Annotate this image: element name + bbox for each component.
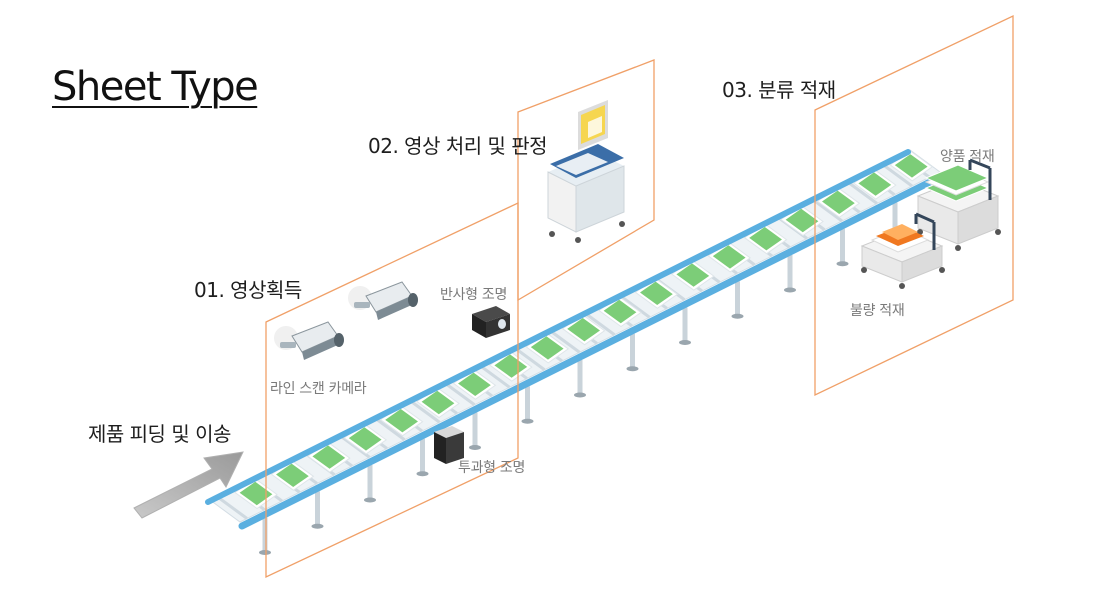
conveyor-leg-foot bbox=[731, 313, 744, 319]
conveyor-leg-foot bbox=[469, 445, 481, 450]
conveyor-roller bbox=[513, 346, 546, 371]
conveyor-roller bbox=[583, 311, 616, 336]
conveyor-rail-front bbox=[238, 172, 946, 530]
conveyor-leg-foot bbox=[679, 340, 691, 345]
page-title: Sheet Type bbox=[52, 64, 259, 110]
camera-icon bbox=[348, 281, 418, 320]
conveyor-leg-foot bbox=[574, 392, 586, 398]
sheet-product-surface bbox=[239, 481, 273, 506]
good-stack-cart-icon bbox=[916, 158, 1001, 251]
sheet-product-surface bbox=[567, 318, 600, 342]
conveyor-leg-foot bbox=[259, 550, 271, 555]
sheet-product-surface bbox=[312, 445, 346, 469]
conveyor-roller bbox=[618, 294, 651, 319]
feeding-arrow-icon bbox=[133, 451, 244, 519]
sheet-product-surface bbox=[458, 372, 491, 396]
conveyor-roller bbox=[408, 399, 441, 424]
sheet-product-surface bbox=[530, 336, 564, 360]
transmissive-light-icon bbox=[434, 426, 464, 464]
conveyor-roller bbox=[811, 197, 843, 223]
conveyor-roller bbox=[478, 364, 511, 389]
sheet-product-surface bbox=[785, 208, 819, 233]
conveyor-leg-foot bbox=[836, 261, 849, 267]
stage-label-processing: 02. 영상 처리 및 판정 bbox=[368, 134, 548, 158]
stage-label-acquisition: 01. 영상획득 bbox=[194, 278, 302, 302]
zone-acquisition-frame bbox=[265, 201, 519, 579]
sheet-product-surface bbox=[676, 263, 710, 287]
sheet-product-surface bbox=[494, 354, 528, 378]
conveyor-leg-foot bbox=[311, 523, 324, 529]
conveyor-roller bbox=[373, 416, 406, 441]
conveyor-leg-foot bbox=[626, 366, 639, 372]
sheet-product-surface bbox=[348, 427, 382, 451]
sheet-product-surface bbox=[276, 463, 309, 487]
label-reflective-light: 반사형 조명 bbox=[440, 287, 508, 303]
sheet-product-surface bbox=[822, 190, 855, 214]
stage-label-feeding: 제품 피딩 및 이송 bbox=[88, 422, 231, 446]
label-defect-stack: 불량 적재 bbox=[850, 303, 905, 319]
sheet-product-surface bbox=[603, 299, 637, 324]
stage-label-sorting: 03. 분류 적재 bbox=[722, 78, 836, 102]
label-line-scan-camera: 라인 스캔 카메라 bbox=[270, 381, 367, 397]
zone-processing-frame bbox=[517, 59, 655, 302]
camera-icon bbox=[274, 321, 344, 360]
conveyor-roller bbox=[338, 434, 371, 459]
workstation-icon bbox=[547, 100, 625, 243]
sheet-product-surface bbox=[385, 409, 418, 433]
conveyor-rail-back bbox=[205, 149, 911, 505]
sheet-product-surface bbox=[421, 390, 455, 415]
label-good-stack: 양품 적재 bbox=[940, 149, 995, 165]
sheet-product-surface bbox=[894, 154, 928, 178]
conveyor-roller bbox=[881, 162, 913, 188]
conveyor-leg-foot bbox=[364, 497, 376, 503]
sheet-product-surface bbox=[712, 245, 746, 269]
defect-stack-cart-icon bbox=[860, 212, 945, 289]
conveyor-roller bbox=[443, 381, 476, 406]
sheet-product-surface bbox=[749, 227, 782, 251]
conveyor-roller bbox=[216, 495, 248, 520]
conveyor-leg-foot bbox=[784, 287, 796, 293]
sheet-product-surface bbox=[640, 281, 673, 305]
conveyor-roller bbox=[846, 180, 878, 205]
label-transmissive-light: 투과형 조명 bbox=[458, 460, 526, 476]
sheet-product-surface bbox=[858, 172, 892, 196]
conveyor-leg-foot bbox=[416, 471, 429, 477]
zone-sorting-frame bbox=[814, 14, 1014, 397]
conveyor-line bbox=[205, 149, 946, 555]
conveyor-roller bbox=[548, 329, 581, 354]
reflective-light-icon bbox=[472, 306, 510, 338]
conveyor-leg-foot bbox=[521, 418, 534, 424]
